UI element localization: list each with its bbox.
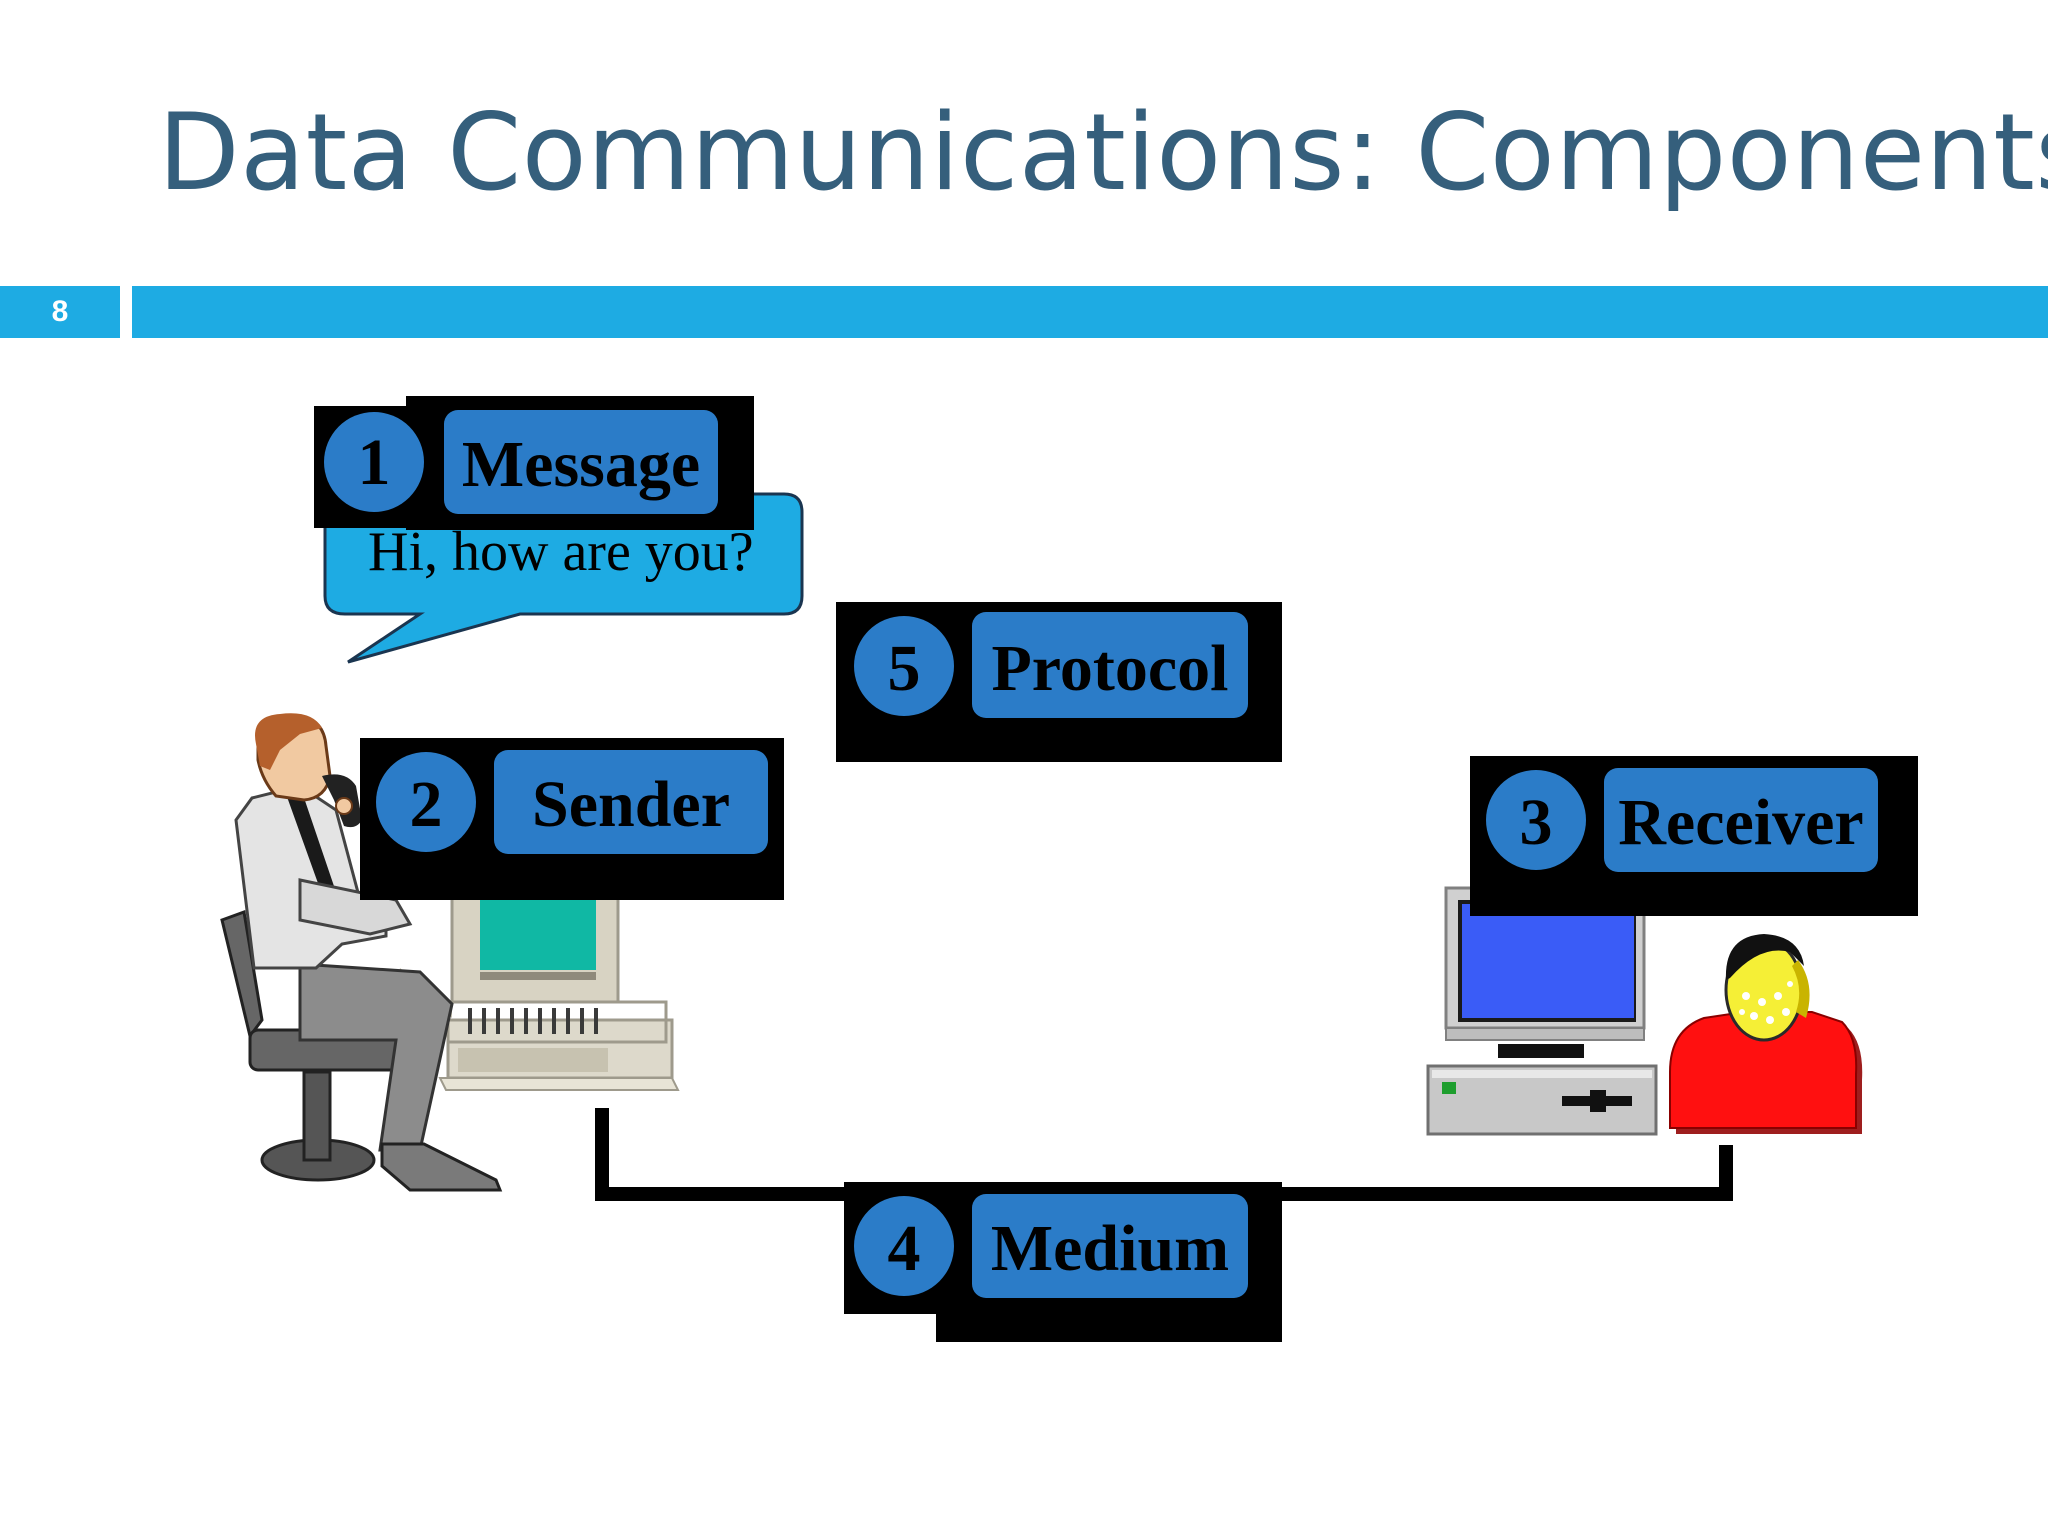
component-message: 1 Message: [314, 396, 754, 530]
receiver-label: Receiver: [1618, 786, 1863, 859]
component-protocol: 5 Protocol: [836, 602, 1282, 762]
sender-label: Sender: [532, 768, 730, 841]
receiver-computer-icon: [1426, 886, 1658, 1136]
medium-label: Medium: [991, 1212, 1229, 1285]
slide-number-bar: [0, 286, 120, 338]
medium-number: 4: [888, 1212, 921, 1285]
protocol-label: Protocol: [991, 632, 1228, 705]
protocol-number: 5: [888, 632, 921, 705]
component-receiver: 3 Receiver: [1470, 756, 1918, 916]
component-sender: 2 Sender: [360, 738, 784, 900]
sender-number: 2: [410, 768, 443, 841]
title-divider-bar: [132, 286, 2048, 338]
message-label: Message: [462, 428, 700, 501]
message-number: 1: [358, 426, 391, 499]
slide-number: 8: [51, 295, 69, 328]
speech-bubble-text: Hi, how are you?: [368, 521, 754, 583]
component-medium: 4 Medium: [844, 1182, 1282, 1342]
sender-person-icon: [220, 713, 503, 1192]
receiver-number: 3: [1520, 786, 1553, 859]
slide-title: Data Communications: Components: [158, 91, 2048, 214]
receiver-person-icon: [1669, 934, 1863, 1134]
